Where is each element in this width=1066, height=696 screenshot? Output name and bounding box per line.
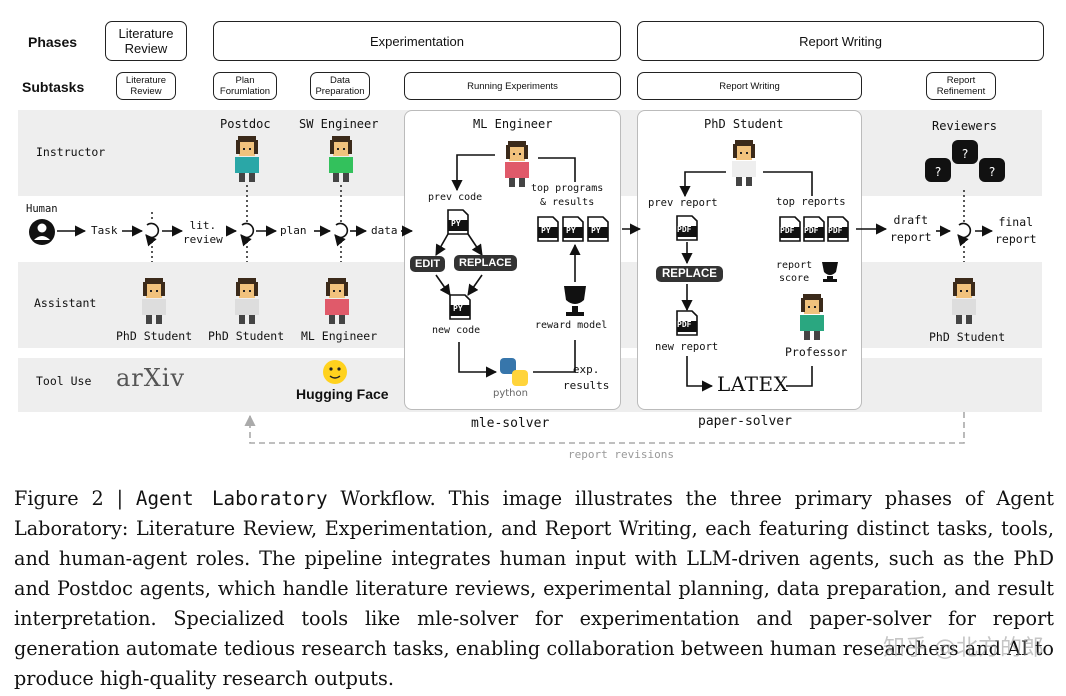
assistant-phd-student-1: PhD Student — [116, 329, 193, 343]
workflow-graphics: ? ? ? — [29, 136, 1005, 444]
caption-mono-title: Agent Laboratory — [135, 487, 328, 510]
replace-pill-mle: REPLACE — [454, 255, 517, 271]
new-code-label: new code — [432, 325, 481, 336]
svg-text:?: ? — [988, 165, 995, 179]
professor-avatar — [800, 294, 824, 340]
exp-results-label: exp. results — [563, 363, 610, 392]
subtask-data-preparation: Data Preparation — [310, 72, 370, 100]
cycle-icon-4 — [958, 223, 970, 237]
cycle-icon-1 — [146, 223, 158, 237]
top-report-pdf-text-2: PDF — [804, 226, 819, 235]
new-code-py-text: PY — [453, 304, 463, 313]
postdoc-avatar — [235, 136, 259, 182]
hugging-face-icon — [323, 360, 347, 384]
edit-pill: EDIT — [410, 256, 446, 272]
report-score-trophy-icon — [822, 262, 838, 282]
mle-solver-label: mle-solver — [471, 416, 550, 431]
caption-text: Workflow. This image illustrates the thr… — [14, 487, 1054, 690]
reviewers-label: Reviewers — [932, 119, 998, 133]
professor-label: Professor — [785, 345, 848, 359]
paper-solver-label: paper-solver — [698, 414, 792, 429]
prev-code-label: prev code — [428, 192, 483, 203]
draft-report-label: draft report — [890, 213, 932, 244]
reward-model-trophy-icon — [564, 286, 586, 316]
subtask-report-refinement: Report Refinement — [926, 72, 996, 100]
cycle-icon-2 — [241, 223, 253, 237]
task-label: Task — [91, 224, 118, 237]
assistant-ml-engineer: ML Engineer — [301, 329, 378, 343]
svg-text:?: ? — [961, 147, 968, 161]
new-report-label: new report — [655, 341, 719, 353]
svg-text:?: ? — [934, 165, 941, 179]
lit-review-label: lit. review — [183, 219, 223, 246]
replace-pill-paper: REPLACE — [656, 266, 723, 282]
data-label: data — [371, 224, 398, 237]
report-score-label: report score — [776, 260, 813, 284]
phd-student-instructor-label: PhD Student — [704, 117, 784, 131]
top-reports-label: top reports — [776, 196, 846, 208]
phases-label: Phases — [28, 34, 78, 50]
subtasks-label: Subtasks — [22, 79, 85, 95]
cycle-icon-3 — [335, 223, 347, 237]
phase-experimentation: Experimentation — [213, 21, 621, 61]
ml-engineer-label: ML Engineer — [473, 117, 553, 131]
latex-logo: LATEX — [717, 372, 789, 396]
phase-report-writing: Report Writing — [637, 21, 1044, 61]
phd-student-avatar-1 — [142, 278, 166, 324]
sw-engineer-label: SW Engineer — [299, 117, 379, 131]
plan-label: plan — [280, 224, 307, 237]
top-report-pdf-text-1: PDF — [780, 226, 795, 235]
assistant-label: Assistant — [34, 296, 97, 310]
python-icon — [500, 358, 528, 386]
figure-caption: Figure 2 | Agent Laboratory Workflow. Th… — [14, 484, 1054, 694]
top-report-pdf-text-3: PDF — [828, 226, 843, 235]
top-program-py-text-1: PY — [541, 226, 551, 235]
reviewers-icon: ? ? ? — [925, 140, 1005, 182]
phd-student-avatar-4 — [952, 278, 976, 324]
subtask-plan-formulation: Plan Forumlation — [213, 72, 277, 100]
reward-model-label: reward model — [535, 320, 608, 331]
human-icon — [29, 219, 55, 245]
top-programs-label: top programs & results — [531, 183, 604, 208]
subtask-report-writing: Report Writing — [637, 72, 862, 100]
python-label: python — [493, 388, 528, 399]
caption-prefix: Figure 2 | — [14, 487, 136, 510]
assistant-phd-student-2: PhD Student — [208, 329, 285, 343]
postdoc-label: Postdoc — [220, 117, 271, 131]
arxiv-logo: arXiv — [116, 364, 186, 392]
instructor-label: Instructor — [36, 145, 106, 159]
phd-student-instructor-avatar — [732, 140, 756, 186]
subtask-running-experiments: Running Experiments — [404, 72, 621, 100]
watermark: 知乎 @北方的郎 — [883, 636, 1044, 661]
prev-report-label: prev report — [648, 197, 718, 209]
sw-engineer-avatar — [329, 136, 353, 182]
new-report-pdf-text: PDF — [677, 320, 692, 329]
prev-code-py-text: PY — [451, 219, 461, 228]
phd-student-avatar-2 — [235, 278, 259, 324]
top-program-py-text-3: PY — [591, 226, 601, 235]
human-label: Human — [26, 203, 58, 215]
subtask-literature-review: Literature Review — [116, 72, 176, 100]
final-report-label: final report — [995, 215, 1037, 246]
assistant-phd-student-4: PhD Student — [929, 330, 1006, 344]
ml-engineer-assistant-avatar — [325, 278, 349, 324]
prev-report-pdf-text: PDF — [677, 225, 692, 234]
phase-literature-review: Literature Review — [105, 21, 187, 61]
report-revisions-label: report revisions — [568, 448, 674, 461]
ml-engineer-avatar — [505, 141, 529, 187]
top-program-py-text-2: PY — [566, 226, 576, 235]
hugging-face-label: Hugging Face — [296, 386, 389, 402]
tool-use-label: Tool Use — [36, 374, 92, 388]
